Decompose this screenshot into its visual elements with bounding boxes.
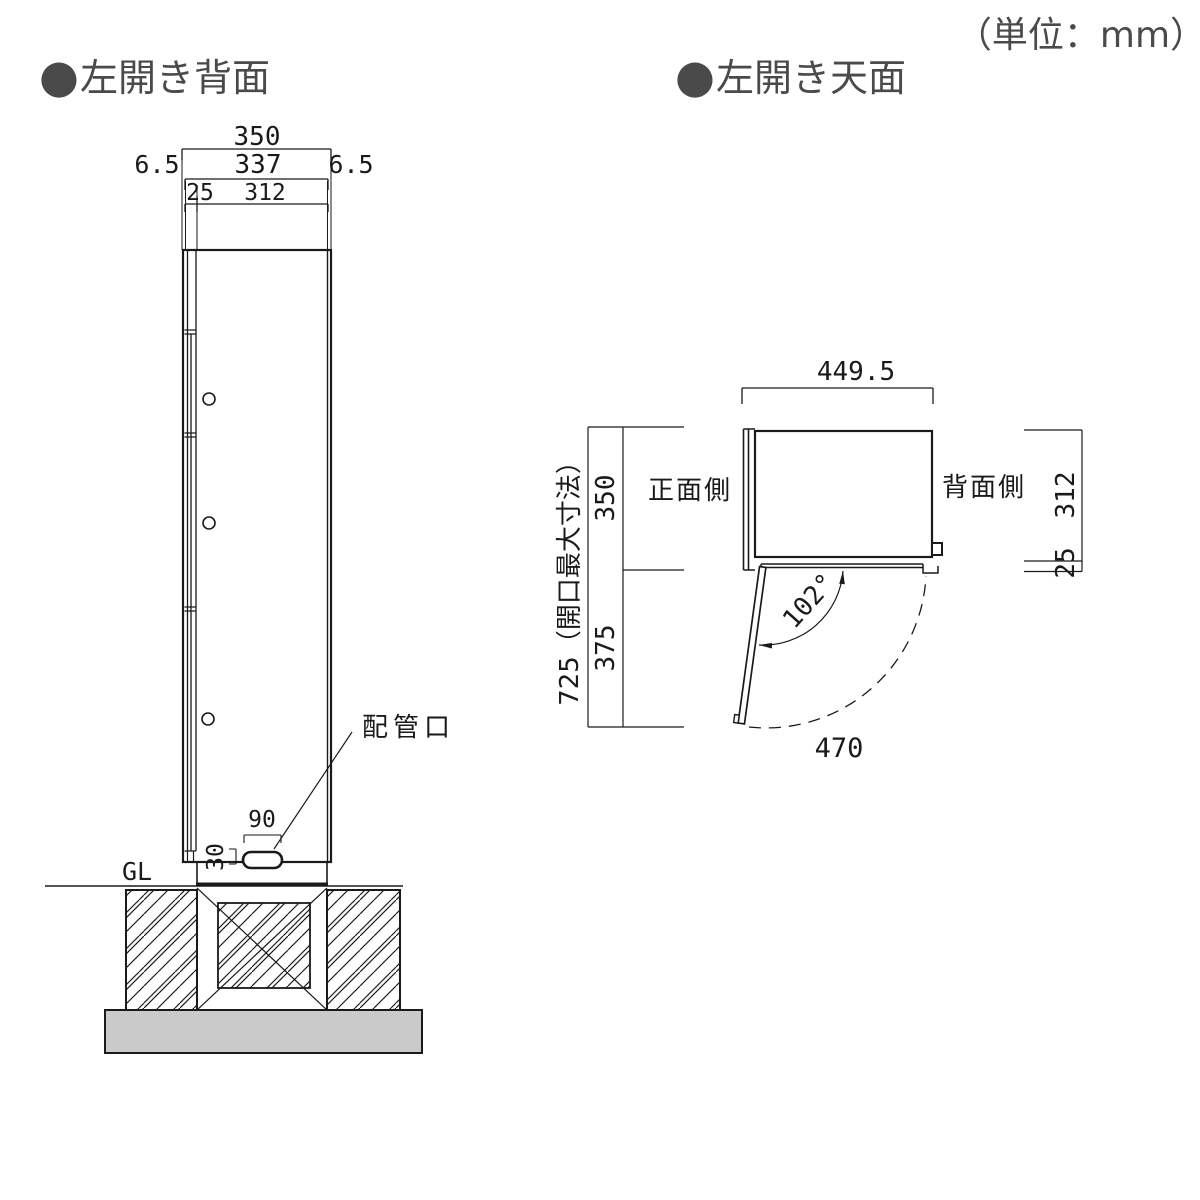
dim-back-width-label: 312	[1051, 472, 1081, 519]
pipe-slot	[241, 850, 284, 870]
foundation-inner-block	[217, 902, 311, 989]
back-view-bullet-icon: ●	[39, 49, 79, 103]
dim-line-449	[741, 387, 934, 404]
foundation	[104, 887, 423, 1054]
dim-lines-right	[1024, 429, 1083, 573]
unit-label: （単位：mm）	[956, 15, 1200, 56]
hinge-strip	[184, 250, 197, 863]
dim-swing-clearance-label: 470	[815, 733, 864, 764]
pipe-port-leader-line	[273, 731, 353, 850]
foundation-hatch-left	[125, 889, 198, 1011]
cabinet-top-outline	[753, 429, 934, 559]
dim-hinge-offset-label: 25	[186, 180, 214, 206]
cabinet-back-outline	[181, 248, 333, 864]
top-view-drawing: 449.5 102° 470 725（開口最大寸法） 350 375 正面側 背…	[555, 357, 1083, 764]
foundation-base-slab	[104, 1009, 423, 1054]
ground-line-label: GL	[122, 857, 152, 886]
dim-total-depth-label: 449.5	[817, 357, 895, 387]
back-view-drawing: 350 6.5 337 6.5 25 312 90 30	[45, 122, 455, 1054]
front-side-label: 正面側	[648, 476, 732, 506]
latch	[931, 542, 943, 556]
dim-panel-left-label: 6.5	[134, 150, 179, 179]
dim-door-angle-label: 102°	[777, 568, 841, 635]
post-sides	[196, 862, 328, 886]
dim-door-swing-label: 375	[591, 625, 621, 672]
back-view-title: 左開き背面	[80, 56, 270, 100]
arc-arrow-upper	[839, 571, 845, 585]
door-swing-arc	[748, 575, 927, 729]
top-view-bullet-icon: ●	[675, 49, 715, 103]
dim-lines-left	[587, 426, 684, 728]
mounting-hole-top	[202, 392, 216, 406]
dim-max-opening-label: 725（開口最大寸法）	[555, 448, 585, 706]
dim-body-depth-label: 350	[591, 475, 621, 522]
top-view-title: 左開き天面	[716, 56, 906, 100]
mounting-hole-bottom	[201, 712, 215, 726]
dim-bracket-30	[229, 848, 237, 865]
arc-arrow-lower	[759, 642, 773, 649]
door-angle-arc	[758, 570, 844, 646]
pipe-port-label: 配管口	[362, 713, 455, 743]
foundation-hatch-right	[326, 889, 401, 1011]
dim-total-width-label: 350	[234, 122, 281, 152]
dim-hinge-width-label: 25	[1051, 547, 1081, 578]
dim-opening-width-label: 312	[244, 180, 286, 206]
front-frame-bar	[760, 563, 939, 574]
dim-inner-width-label: 337	[235, 150, 282, 180]
extension-lines	[181, 152, 332, 250]
door-panel-open	[732, 565, 767, 725]
mounting-hole-middle	[202, 516, 216, 530]
dim-slot-height-label: 30	[203, 843, 229, 871]
dim-panel-right-label: 6.5	[328, 150, 373, 179]
dim-slot-width-label: 90	[248, 807, 276, 833]
back-side-label: 背面側	[942, 473, 1026, 503]
page-header: （単位：mm） ● 左開き背面 ● 左開き天面	[39, 15, 1200, 103]
door-panel-closed	[742, 428, 755, 571]
